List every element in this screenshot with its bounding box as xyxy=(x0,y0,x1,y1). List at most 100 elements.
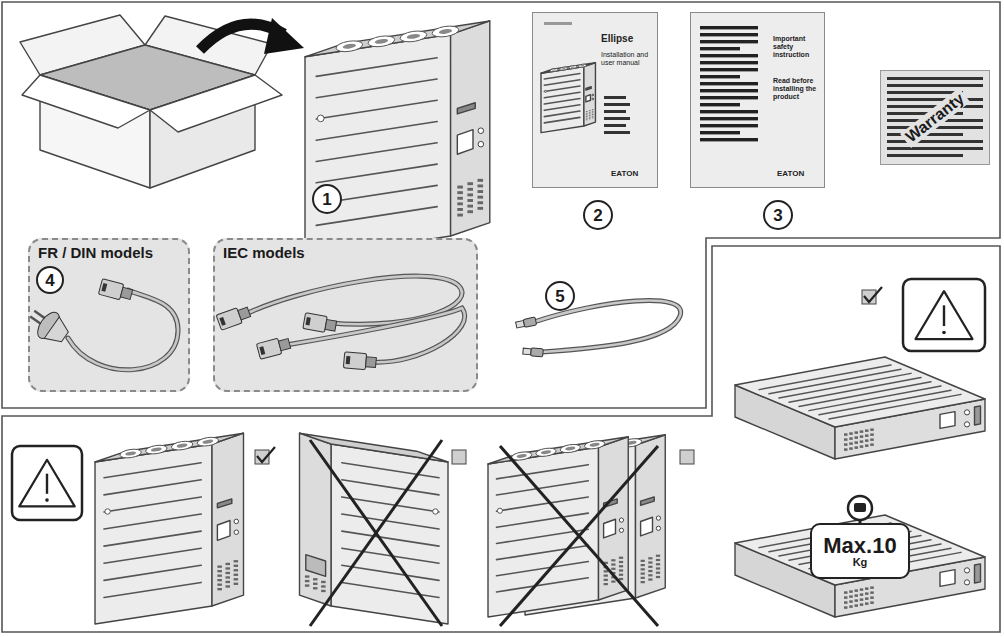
grille-slot xyxy=(604,575,608,577)
vent-slat xyxy=(544,92,580,98)
grille-slot xyxy=(870,591,874,594)
grille-slot xyxy=(648,578,652,580)
grille-slot xyxy=(860,598,864,601)
move-arrowhead xyxy=(264,18,304,54)
safety-sheet: Important safety instructionRead before … xyxy=(690,12,825,188)
grille-slot xyxy=(865,602,869,605)
grille-slot xyxy=(305,575,310,577)
socket-hole xyxy=(438,28,452,34)
grille-slot xyxy=(217,575,222,577)
grille-slot xyxy=(870,428,874,431)
vent-slat xyxy=(779,531,911,556)
vent-slat xyxy=(544,86,580,92)
grille-slot xyxy=(604,570,608,572)
grille-slot xyxy=(619,561,623,563)
vent-slat xyxy=(799,382,931,407)
vent-slat xyxy=(104,548,201,563)
button xyxy=(619,528,623,532)
logo-plate xyxy=(975,564,981,583)
cable xyxy=(68,290,178,370)
grille-slot xyxy=(226,572,231,574)
text-line xyxy=(700,26,758,29)
cross-line xyxy=(310,440,442,626)
grille-slot xyxy=(849,437,853,440)
socket-hole xyxy=(589,442,600,447)
text-line xyxy=(700,54,758,57)
manual-title: Ellipse xyxy=(601,33,653,45)
panel-ground xyxy=(28,238,190,392)
grille-slot xyxy=(234,569,239,571)
logo-plate xyxy=(641,497,655,506)
grille-slot xyxy=(865,434,869,437)
warning-dot xyxy=(942,331,946,335)
grille-slot xyxy=(457,208,463,211)
cable-core xyxy=(286,308,465,362)
button xyxy=(656,516,660,520)
warning-dot xyxy=(45,498,49,502)
vent-slat xyxy=(789,378,921,403)
warning-bar xyxy=(46,474,48,494)
grille-slot xyxy=(586,111,588,113)
grille-slot xyxy=(586,114,588,116)
button xyxy=(964,580,969,585)
grille-slot xyxy=(855,589,859,592)
warning-triangle xyxy=(19,460,74,507)
usb-connector xyxy=(523,347,544,357)
ups-front xyxy=(300,433,332,606)
grille-slot xyxy=(589,116,591,118)
grille-slot xyxy=(313,578,318,580)
vent-slat xyxy=(497,562,589,576)
ups-top xyxy=(541,63,595,74)
grille-slot xyxy=(217,584,222,586)
text-line xyxy=(604,124,626,127)
socket xyxy=(171,440,194,451)
grille-slot xyxy=(226,563,231,565)
ups-front xyxy=(212,433,244,606)
check-mark xyxy=(864,287,882,302)
grille-slot xyxy=(865,429,869,432)
warning-box xyxy=(12,446,82,520)
vent-slat xyxy=(104,565,201,580)
grille-slot xyxy=(226,576,231,578)
socket-hole xyxy=(571,66,575,68)
grille-slot xyxy=(589,111,591,113)
socket-hole xyxy=(125,451,136,456)
vent-slat xyxy=(104,480,201,495)
grille-slot xyxy=(467,188,473,191)
button xyxy=(619,518,623,522)
grille-slot xyxy=(849,605,853,608)
manual-cover: EllipseInstallation and user manualEATON xyxy=(532,12,658,188)
ups-side xyxy=(541,67,584,133)
grille-slot xyxy=(467,210,473,213)
ups-top xyxy=(305,21,490,57)
socket-hole xyxy=(541,450,552,455)
vent-slat xyxy=(544,105,580,111)
grille-slot xyxy=(855,594,859,597)
socket-hole xyxy=(406,33,420,39)
vent-slat xyxy=(342,514,439,529)
button xyxy=(964,410,969,415)
model-panel: IEC models xyxy=(213,238,478,392)
usb-body xyxy=(523,317,536,327)
callout-number: 2 xyxy=(593,207,602,224)
socket xyxy=(569,65,577,69)
socket xyxy=(145,444,168,455)
socket-hole xyxy=(177,443,188,448)
button xyxy=(234,519,239,524)
grille-slot xyxy=(844,443,848,446)
grille-slot xyxy=(477,179,483,182)
connector-strain-relief xyxy=(120,287,132,299)
text-line xyxy=(700,96,758,99)
screw xyxy=(497,508,502,513)
grille-slot xyxy=(457,202,463,205)
callout-number: 4 xyxy=(45,272,54,289)
vent-slat xyxy=(497,465,589,479)
vent-slat xyxy=(497,497,589,511)
warning-box xyxy=(903,279,985,351)
grille-slot xyxy=(870,433,874,436)
display xyxy=(641,517,653,536)
grille-slot xyxy=(586,112,588,114)
grille-slot xyxy=(611,559,615,561)
vent-slat xyxy=(342,582,439,597)
text-line xyxy=(700,131,740,134)
